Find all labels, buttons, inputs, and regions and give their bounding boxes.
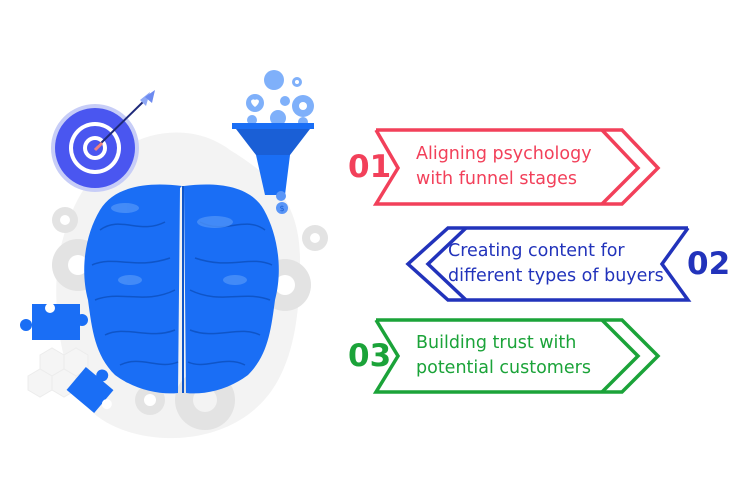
step-02: Creating content for different types of … [400,220,740,310]
heart-icon [251,99,259,107]
social-bubbles [246,70,314,127]
puzzle-piece-icon [66,366,114,414]
step-number: 02 [687,246,731,282]
brain-icon [84,184,279,394]
step-text: Aligning psychology with funnel stages [416,144,592,189]
step-number: 03 [348,338,392,374]
step-03: 03 Building trust with potential custome… [340,310,670,400]
step-01: 01 Aligning psychology with funnel stage… [340,120,670,210]
step-text: Building trust with potential customers [416,333,591,378]
step-text: Creating content for different types of … [448,241,664,286]
dollar-coin-icon: $ [276,202,288,214]
chevron-arrow-right [372,318,661,394]
step-number: 01 [348,149,392,185]
svg-text:$: $ [279,204,284,213]
chevron-arrow-right [372,128,661,206]
arrow-icon [93,90,155,152]
funnel-icon [232,123,314,201]
puzzle-piece-icon [20,303,88,340]
chevron-arrow-left [405,226,692,302]
brain-marketing-illustration: $ [20,70,328,439]
